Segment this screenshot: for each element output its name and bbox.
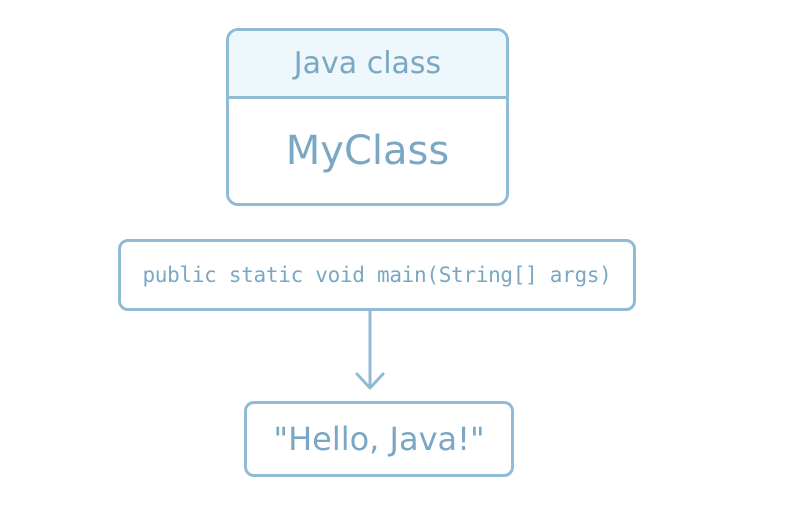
flow-arrow-head bbox=[355, 372, 385, 390]
output-box: "Hello, Java!" bbox=[244, 401, 514, 477]
flow-arrow bbox=[355, 311, 385, 390]
class-box-header: Java class bbox=[229, 31, 506, 99]
method-signature-label: public static void main(String[] args) bbox=[142, 263, 612, 287]
java-class-box: Java class MyClass bbox=[226, 28, 509, 206]
main-method-box: public static void main(String[] args) bbox=[118, 239, 636, 311]
class-box-body: MyClass bbox=[229, 99, 506, 203]
class-name-label: MyClass bbox=[285, 128, 450, 174]
class-box-header-label: Java class bbox=[293, 46, 442, 81]
output-text-label: "Hello, Java!" bbox=[273, 420, 485, 458]
